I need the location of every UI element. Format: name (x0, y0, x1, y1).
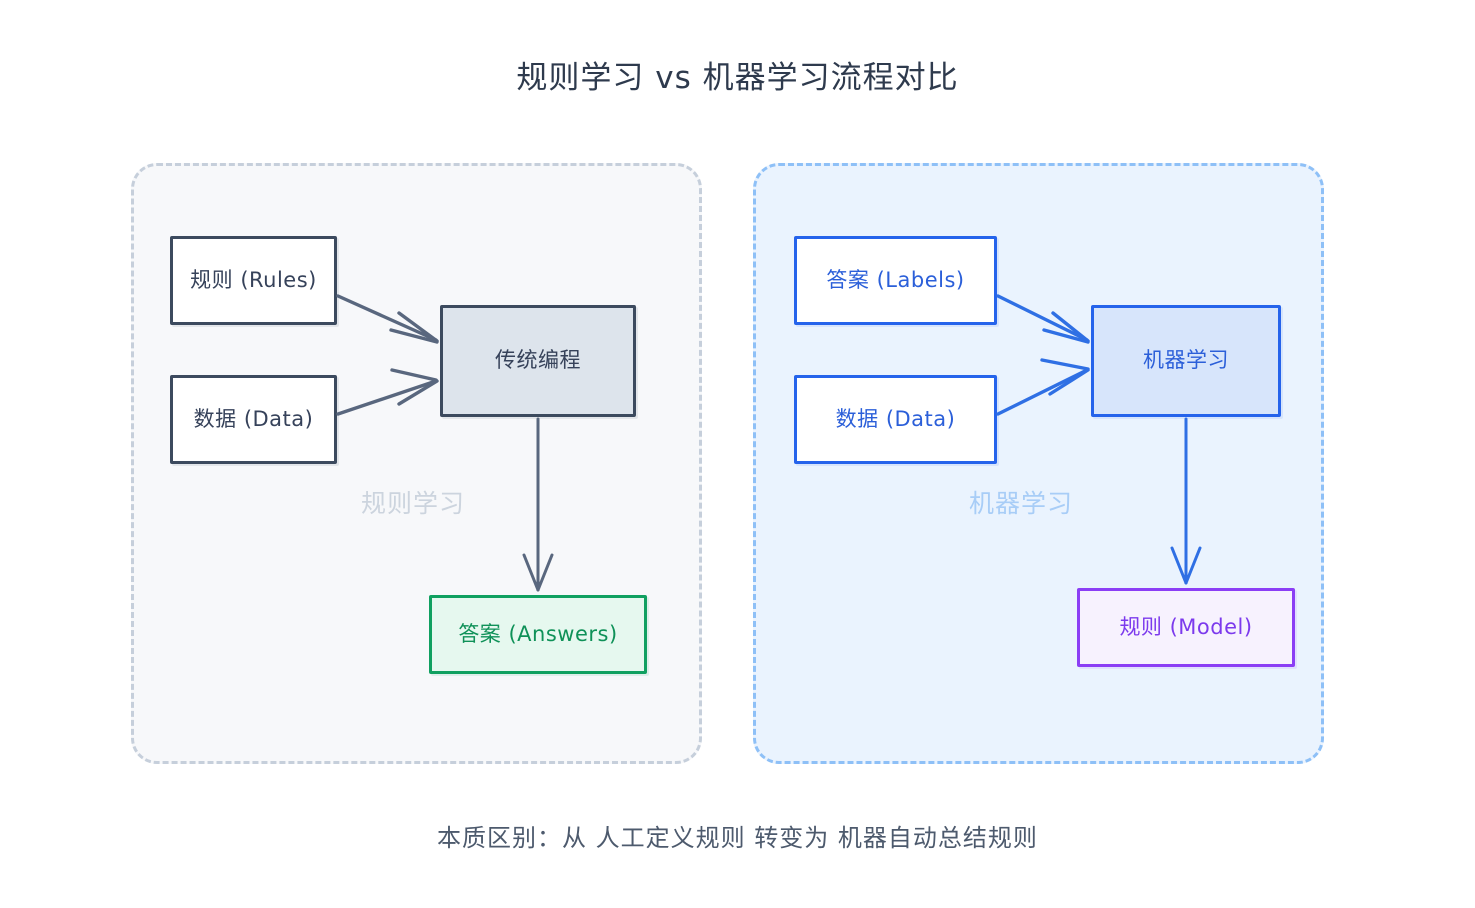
node-rules[interactable]: 规则 (Rules) (170, 236, 337, 325)
node-model[interactable]: 规则 (Model) (1077, 588, 1295, 667)
page-title: 规则学习 vs 机器学习流程对比 (516, 60, 959, 96)
node-answers[interactable]: 答案 (Answers) (429, 595, 647, 674)
node-data-right[interactable]: 数据 (Data) (794, 375, 997, 464)
node-traditional-programming[interactable]: 传统编程 (440, 305, 636, 417)
diagram-caption: 本质区别：从 人工定义规则 转变为 机器自动总结规则 (437, 824, 1038, 852)
panel-label-machine-learning: 机器学习 (969, 489, 1074, 518)
panel-label-rule-learning: 规则学习 (361, 489, 466, 518)
node-labels[interactable]: 答案 (Labels) (794, 236, 997, 325)
node-data-left[interactable]: 数据 (Data) (170, 375, 337, 464)
node-machine-learning[interactable]: 机器学习 (1091, 305, 1281, 417)
